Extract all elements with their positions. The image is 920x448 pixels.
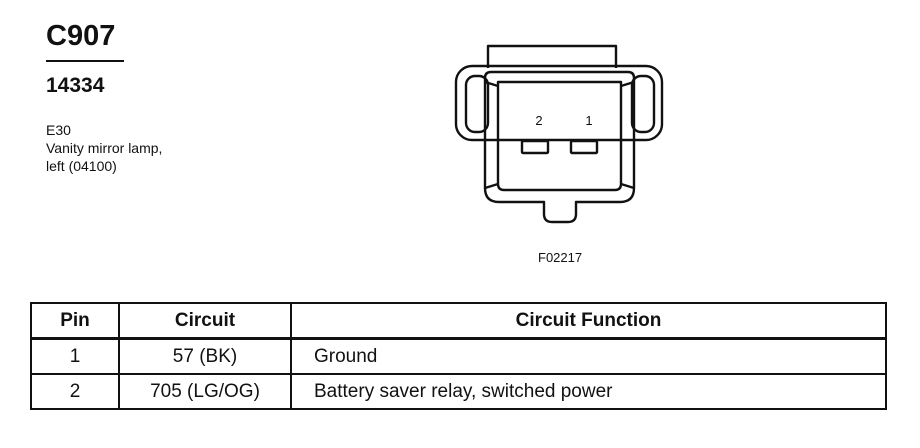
connector-body xyxy=(483,70,636,224)
pin-cell: 2 xyxy=(30,373,120,410)
left-rail xyxy=(464,74,490,134)
title-underline xyxy=(46,60,124,62)
pin-cavity-1 xyxy=(569,139,599,155)
table-header-row: Pin Circuit Circuit Function xyxy=(30,302,887,340)
description-line: E30 xyxy=(46,122,71,138)
pin-cavity-2 xyxy=(520,139,550,155)
connector-description: E30 Vanity mirror lamp, left (04100) xyxy=(46,121,162,175)
lock-tab xyxy=(486,44,618,68)
connector-face xyxy=(496,80,623,192)
figure-code: F02217 xyxy=(538,250,583,265)
pin-label-2: 2 xyxy=(535,113,542,128)
description-line: Vanity mirror lamp, xyxy=(46,140,163,156)
connector-face-diagram: 2 1 xyxy=(454,44,664,224)
outer-housing xyxy=(454,64,664,142)
description-line: left (04100) xyxy=(46,158,117,174)
function-cell: Ground xyxy=(290,337,887,375)
part-number: 14334 xyxy=(46,74,105,97)
table-row: 1 57 (BK) Ground xyxy=(30,337,887,375)
circuit-cell: 705 (LG/OG) xyxy=(118,373,292,410)
connector-id: C907 xyxy=(46,20,116,52)
pin-cell: 1 xyxy=(30,337,120,375)
header-circuit-function: Circuit Function xyxy=(290,302,887,340)
circuit-cell: 57 (BK) xyxy=(118,337,292,375)
header-circuit: Circuit xyxy=(118,302,292,340)
pin-table: Pin Circuit Circuit Function 1 57 (BK) G… xyxy=(30,302,887,410)
header-pin: Pin xyxy=(30,302,120,340)
right-rail xyxy=(630,74,656,134)
pin-label-1: 1 xyxy=(585,113,592,128)
function-cell: Battery saver relay, switched power xyxy=(290,373,887,410)
table-row: 2 705 (LG/OG) Battery saver relay, switc… xyxy=(30,373,887,410)
